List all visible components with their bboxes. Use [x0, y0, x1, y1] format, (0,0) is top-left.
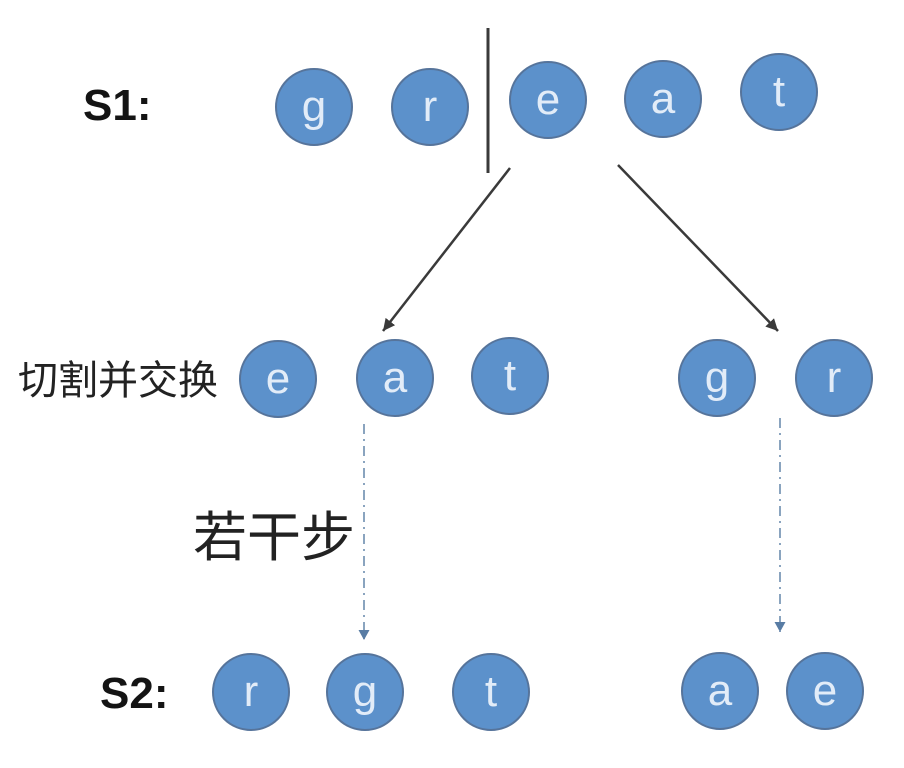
- middle-right-node-g: g: [678, 339, 756, 417]
- s1-node-t: t: [740, 53, 818, 131]
- middle-left-node-t-letter: t: [503, 351, 517, 400]
- s2-right-node-a: a: [681, 652, 759, 730]
- s1-node-g: g: [275, 68, 353, 146]
- middle-right-node-g-letter: g: [704, 353, 730, 402]
- s2-left-node-t: t: [452, 653, 530, 731]
- middle-left-node-t: t: [471, 337, 549, 415]
- middle-left-node-e: e: [239, 340, 317, 418]
- s2-left-node-r-letter: r: [243, 667, 259, 716]
- middle-left-node-e-letter: e: [265, 354, 291, 403]
- s1-node-g-letter: g: [301, 82, 327, 131]
- s1-node-t-letter: t: [772, 67, 786, 116]
- split-arrow-right: [617, 164, 779, 332]
- middle-right-node-r-letter: r: [826, 353, 842, 402]
- s1-node-r: r: [391, 68, 469, 146]
- cut-and-swap-label: 切割并交换: [18, 358, 218, 403]
- s1-node-e: e: [509, 61, 587, 139]
- s2-right-node-a-letter: a: [707, 666, 733, 715]
- s2-left-node-g-letter: g: [352, 667, 378, 716]
- middle-left-node-a-letter: a: [382, 353, 408, 402]
- several-steps-label: 若干步: [193, 508, 355, 568]
- s2-right-node-e-letter: e: [812, 666, 838, 715]
- middle-left-node-a: a: [356, 339, 434, 417]
- s1-node-r-letter: r: [422, 82, 438, 131]
- s2-left-node-g: g: [326, 653, 404, 731]
- s2-left-node-r: r: [212, 653, 290, 731]
- s1-label: S1:: [83, 81, 152, 130]
- s2-label: S2:: [100, 669, 169, 718]
- s1-node-a-letter: a: [650, 74, 676, 123]
- middle-right-node-r: r: [795, 339, 873, 417]
- split-arrow-left: [382, 167, 511, 332]
- s1-node-a: a: [624, 60, 702, 138]
- s2-left-node-t-letter: t: [484, 667, 498, 716]
- s1-node-e-letter: e: [535, 75, 561, 124]
- s2-right-node-e: e: [786, 652, 864, 730]
